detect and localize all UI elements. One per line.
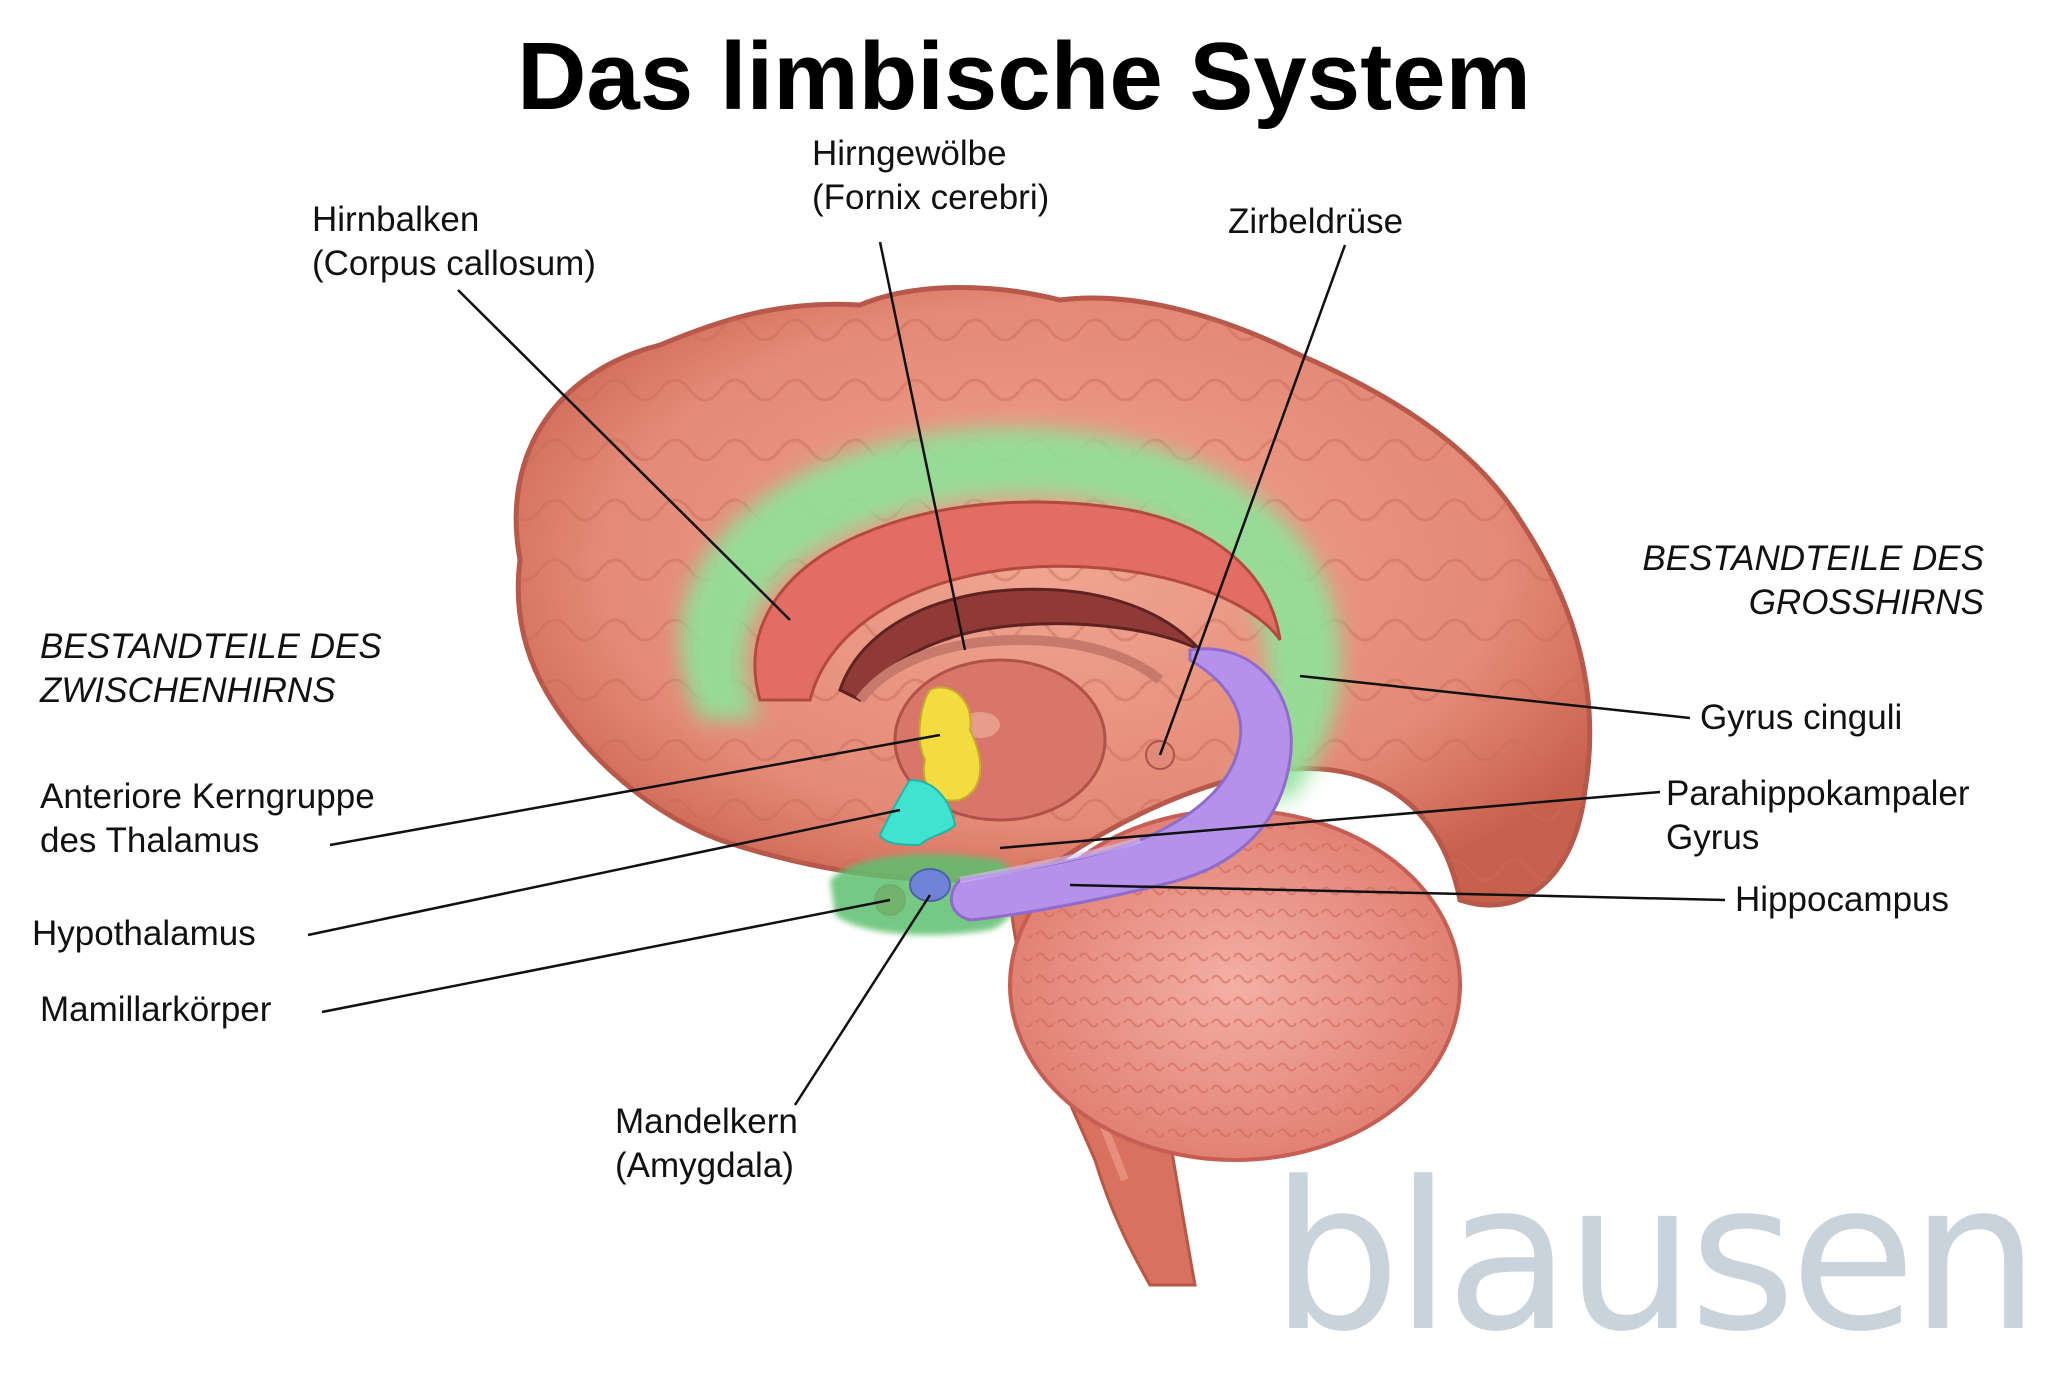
- leader-hippocampus: [1069, 883, 1726, 902]
- group-cerebrum: BESTANDTEILE DES GROSSHIRNS: [1642, 539, 1984, 622]
- hippocampus: [949, 647, 1293, 922]
- leader-pineal: [1158, 244, 1347, 756]
- group-diencephalon: BESTANDTEILE DES ZWISCHENHIRNS: [40, 627, 382, 710]
- leader-anterior-thalamus: [329, 733, 941, 847]
- label-fornix: Hirngewölbe (Fornix cerebri): [812, 134, 1050, 217]
- leader-parahippocampal: [999, 790, 1661, 850]
- leader-cingulate: [1299, 674, 1691, 720]
- label-anterior-thalamus: Anteriore Kerngruppe des Thalamus: [40, 777, 375, 860]
- label-mammillary: Mamillarkörper: [40, 990, 272, 1029]
- anterior-thalamus: [918, 686, 982, 802]
- label-pineal: Zirbeldrüse: [1228, 202, 1404, 241]
- label-hypothalamus: Hypothalamus: [32, 914, 256, 953]
- leader-fornix: [878, 241, 967, 651]
- label-amygdala: Mandelkern (Amygdala): [615, 1102, 798, 1185]
- blausen-logo: blausen: [1270, 1139, 2040, 1377]
- label-hippocampus: Hippocampus: [1735, 880, 1949, 919]
- page-title: Das limbische System: [517, 23, 1531, 130]
- label-cingulate: Gyrus cinguli: [1700, 698, 1903, 737]
- amygdala: [909, 868, 951, 902]
- cingulate-gyrus-region: [680, 427, 1342, 800]
- hypothalamus: [878, 778, 957, 847]
- leader-amygdala: [793, 894, 932, 1106]
- corpus-callosum: [753, 500, 1282, 702]
- leader-mammillary: [321, 898, 891, 1014]
- leader-lines: [307, 241, 1726, 1106]
- label-corpus-callosum: Hirnbalken (Corpus callosum): [312, 200, 596, 283]
- leader-corpus-callosum: [457, 289, 791, 621]
- label-parahippocampal: Parahippokampaler Gyrus: [1666, 774, 1970, 857]
- leader-hypothalamus: [307, 808, 901, 937]
